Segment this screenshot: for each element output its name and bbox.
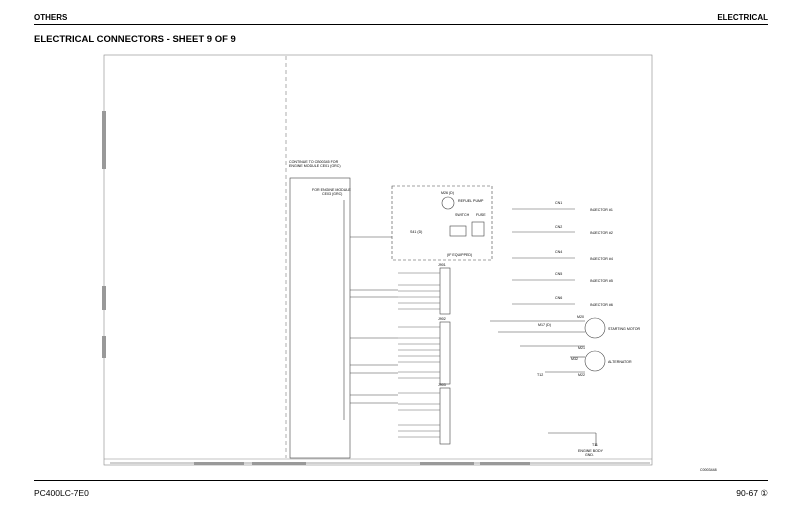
footer-rule [34, 480, 768, 481]
category-label: ELECTRICAL [717, 13, 768, 22]
ground-t11: T11 [592, 443, 598, 447]
junction-label: J903 [438, 383, 446, 387]
ground-t12: T12 [537, 373, 543, 377]
continue-note: ENGINE MODULE CE01 (GRC) [289, 164, 341, 168]
injector-label: INJECTOR #6 [590, 303, 613, 307]
injector-connector: CN1 [555, 201, 562, 205]
injector-label: INJECTOR #5 [590, 279, 613, 283]
refuel-pump-label: REFUEL PUMP [458, 199, 484, 203]
injector-connector: CN4 [555, 250, 562, 254]
page-number: 90-67 ① [736, 488, 768, 498]
injector-connector: CN5 [555, 272, 562, 276]
starting-motor-id: M20 [577, 315, 584, 319]
section-label: OTHERS [34, 13, 68, 22]
module-label: FOR ENGINE MODULE [312, 188, 351, 192]
engine-body-gnd: GND. [585, 453, 594, 457]
switch-label: SWITCH [455, 213, 470, 217]
alternator-terminal: M21 [578, 346, 585, 350]
continue-note: CONTINUE TO CB00345 FOR [289, 160, 339, 164]
injector-label: INJECTOR #1 [590, 208, 613, 212]
header-rule [34, 24, 768, 25]
alternator-label: ALTERNATOR [608, 360, 632, 364]
injector-label: INJECTOR #2 [590, 231, 613, 235]
injector-connector: CN6 [555, 296, 562, 300]
engine-body-gnd: ENGINE BODY [578, 449, 604, 453]
injector-label: INJECTOR #4 [590, 257, 613, 261]
starting-motor-label: STARTING MOTOR [608, 327, 641, 331]
page-title: ELECTRICAL CONNECTORS - SHEET 9 OF 9 [34, 34, 236, 45]
fuse-label: FUSE [476, 213, 486, 217]
starting-motor-relay: M17 (D) [538, 323, 551, 327]
refuel-pump-id: M26 (D) [441, 191, 454, 195]
junction-label: J902 [438, 317, 446, 321]
if-equipped-note: (IF EQUIPPED) [447, 253, 472, 257]
injector-connector: CN2 [555, 225, 562, 229]
s41-label: S41 (D) [410, 230, 422, 234]
drawing-id: C0003448 [700, 468, 717, 472]
model-number: PC400LC-7E0 [34, 488, 89, 498]
module-label: CE03 (GRC) [322, 192, 342, 196]
alternator-terminal: M22 [578, 373, 585, 377]
alternator-terminal: M32 [571, 357, 578, 361]
junction-label: J901 [438, 263, 446, 267]
